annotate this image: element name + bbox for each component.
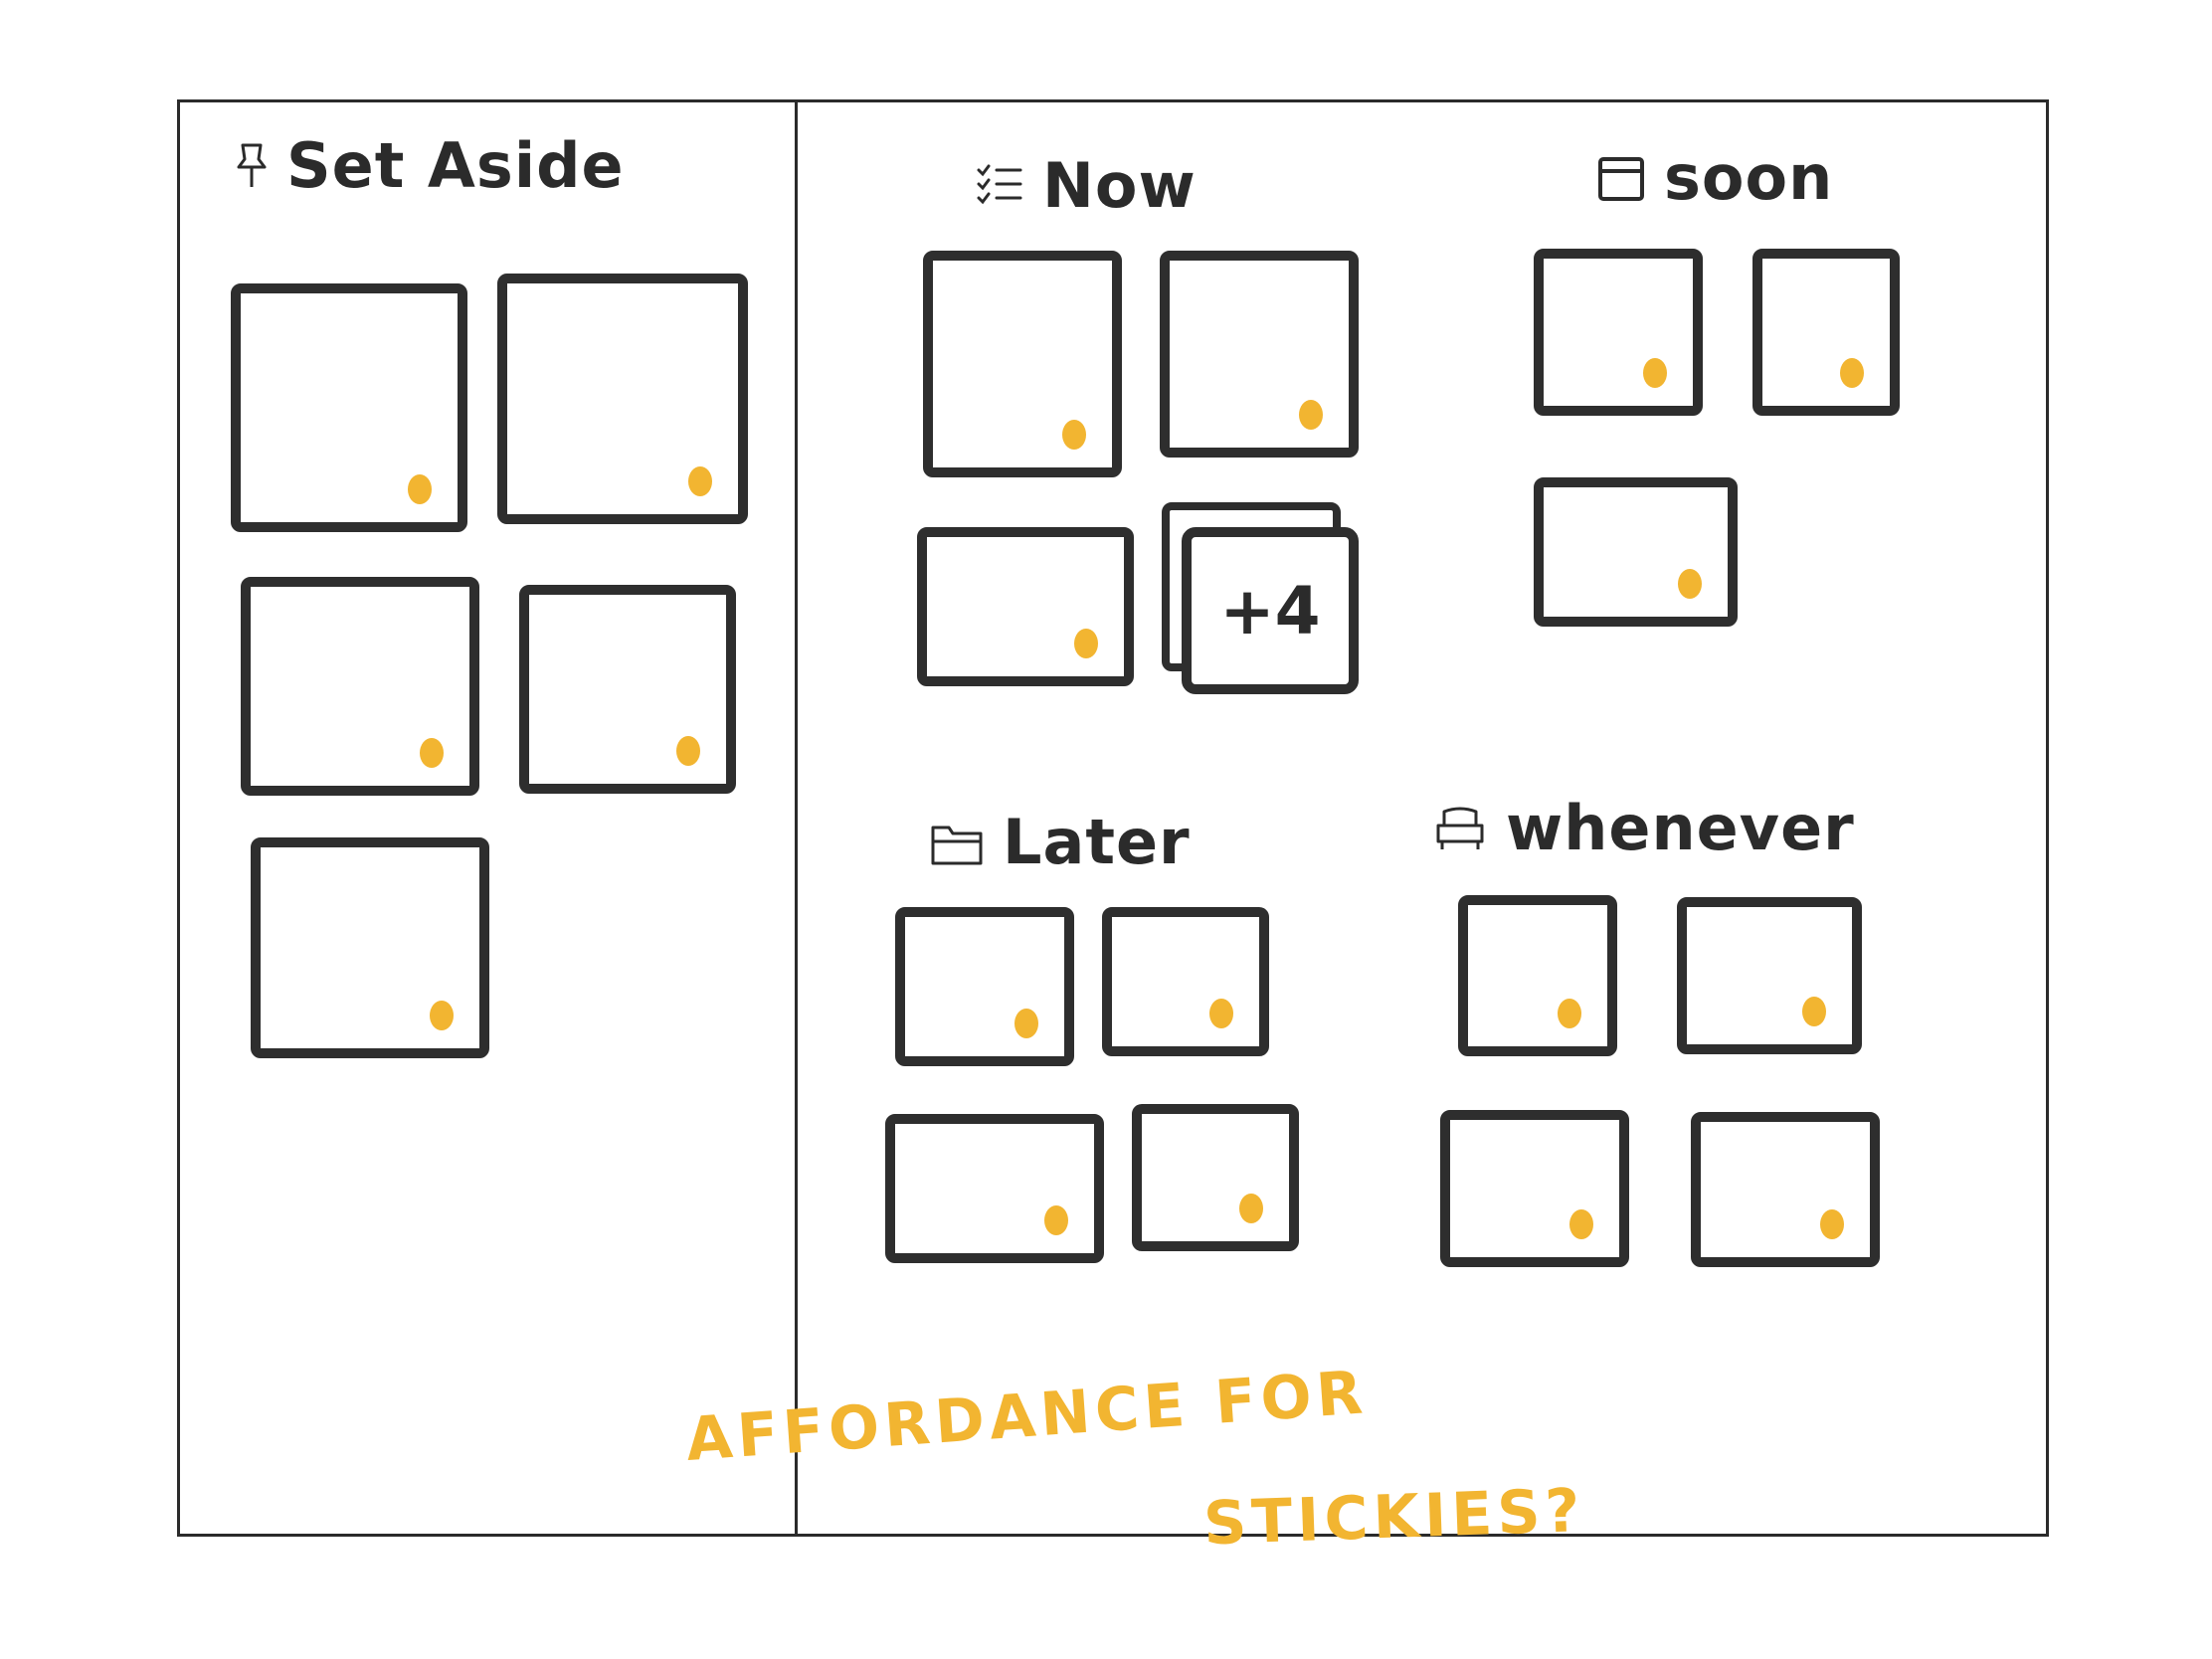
section-header-now[interactable]: Now xyxy=(975,149,1197,222)
annotation-note: AFFORDANCE FOR STICKIES? xyxy=(684,1358,1681,1591)
folder-icon xyxy=(931,826,983,864)
card[interactable] xyxy=(1132,1104,1299,1251)
section-title-soon: soon xyxy=(1664,141,1834,214)
card[interactable] xyxy=(917,527,1134,686)
sticky-dot xyxy=(1678,569,1702,599)
sticky-dot xyxy=(676,736,700,766)
card[interactable] xyxy=(1691,1112,1880,1267)
card[interactable] xyxy=(885,1114,1104,1263)
card[interactable] xyxy=(1752,249,1900,416)
sticky-dot xyxy=(1299,400,1323,430)
sticky-dot xyxy=(1044,1205,1068,1235)
card[interactable] xyxy=(1160,251,1359,458)
annotation-line-2: STICKIES? xyxy=(1201,1476,1586,1560)
section-header-whenever[interactable]: whenever xyxy=(1432,792,1855,864)
card[interactable] xyxy=(519,585,736,794)
sticky-dot xyxy=(1062,420,1086,450)
more-count: +4 xyxy=(1219,572,1321,649)
sticky-dot xyxy=(1239,1194,1263,1223)
card[interactable] xyxy=(1534,477,1738,627)
sticky-dot xyxy=(1569,1209,1593,1239)
sticky-dot xyxy=(1820,1209,1844,1239)
card[interactable] xyxy=(497,274,748,524)
checklist-icon xyxy=(977,164,1022,204)
section-title-whenever: whenever xyxy=(1506,792,1855,864)
section-title-later: Later xyxy=(1003,806,1191,878)
card[interactable] xyxy=(895,907,1074,1066)
sticky-dot xyxy=(420,738,444,768)
column-divider xyxy=(795,99,798,1537)
sticky-dot xyxy=(1558,999,1581,1028)
pushpin-icon xyxy=(237,143,267,187)
card[interactable] xyxy=(231,283,467,532)
card[interactable] xyxy=(1534,249,1703,416)
section-title-set-aside: Set Aside xyxy=(286,129,625,202)
sticky-dot xyxy=(1074,629,1098,658)
more-cards-button[interactable]: +4 xyxy=(1182,527,1359,694)
card[interactable] xyxy=(1440,1110,1629,1267)
sticky-dot xyxy=(1209,999,1233,1028)
sticky-dot xyxy=(1014,1009,1038,1038)
card[interactable] xyxy=(241,577,479,796)
sticky-dot xyxy=(408,474,432,504)
card[interactable] xyxy=(251,837,489,1058)
sticky-dot xyxy=(1840,358,1864,388)
armchair-icon xyxy=(1436,807,1484,849)
inbox-tray-icon xyxy=(1598,156,1644,201)
sticky-dot xyxy=(430,1001,454,1030)
section-header-set-aside[interactable]: Set Aside xyxy=(235,129,625,202)
sticky-dot xyxy=(688,466,712,496)
card[interactable] xyxy=(1458,895,1617,1056)
section-header-soon[interactable]: soon xyxy=(1596,141,1833,214)
card[interactable] xyxy=(1677,897,1862,1054)
card[interactable] xyxy=(1102,907,1269,1056)
sticky-dot xyxy=(1802,997,1826,1026)
sticky-dot xyxy=(1643,358,1667,388)
card[interactable] xyxy=(923,251,1122,477)
section-header-later[interactable]: Later xyxy=(929,806,1191,878)
board-frame xyxy=(177,99,2049,1537)
section-title-now: Now xyxy=(1042,149,1197,222)
